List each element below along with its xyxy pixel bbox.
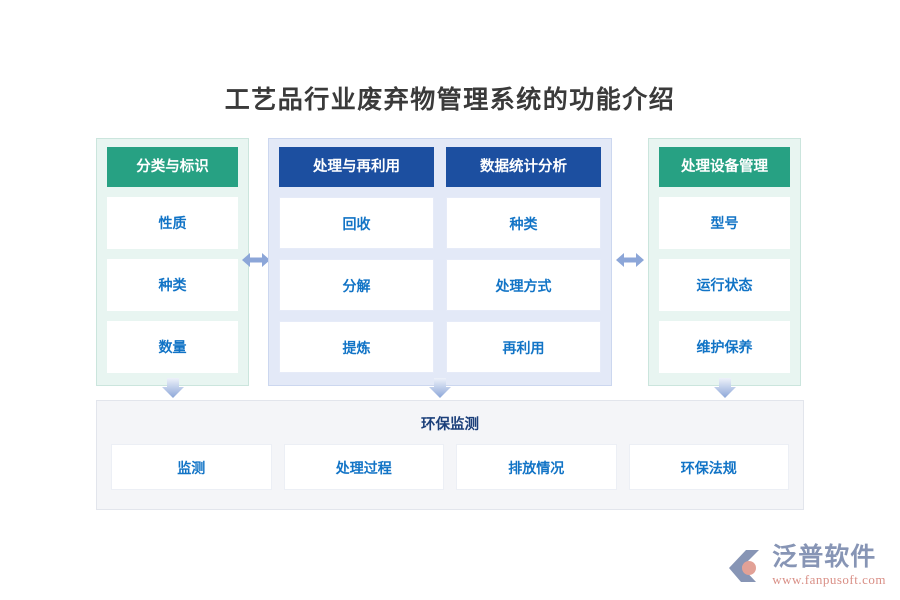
column-item-cell[interactable]: 再利用 [446, 321, 601, 373]
functions-diagram: 泛普 分类与标识 性质 种类 数量 处理与再利用 回收 分解 提炼 数据统 [96, 138, 804, 510]
column-item-cell[interactable]: 运行状态 [659, 259, 790, 311]
column-statistics: 数据统计分析 种类 处理方式 再利用 [446, 147, 601, 373]
bottom-panel-title: 环保监测 [421, 417, 479, 433]
double-arrow-horizontal-icon [616, 253, 644, 267]
column-header-classification[interactable]: 分类与标识 [107, 147, 238, 187]
column-item-cell[interactable]: 性质 [107, 197, 238, 249]
column-panel-processing-analysis: 处理与再利用 回收 分解 提炼 数据统计分析 种类 处理方式 再利用 [268, 138, 612, 386]
arrow-down-icon [714, 378, 736, 398]
column-item-cell[interactable]: 种类 [107, 259, 238, 311]
bottom-panel-environment: 环保监测 监测 处理过程 排放情况 环保法规 [96, 400, 804, 510]
brand-name: 泛普软件 [772, 543, 877, 571]
bottom-item-cell[interactable]: 监测 [111, 444, 272, 490]
brand-url: www.fanpusoft.com [772, 572, 886, 587]
fanpu-logo-icon [729, 549, 760, 582]
column-item-cell[interactable]: 维护保养 [659, 321, 790, 373]
page-title: 工艺品行业废弃物管理系统的功能介绍 [224, 86, 676, 114]
column-panel-equipment: 处理设备管理 型号 运行状态 维护保养 [648, 138, 801, 386]
column-processing: 处理与再利用 回收 分解 提炼 [279, 147, 434, 373]
column-header-equipment[interactable]: 处理设备管理 [659, 147, 790, 187]
arrow-down-icon [429, 378, 451, 398]
column-item-cell[interactable]: 处理方式 [446, 259, 601, 311]
double-arrow-horizontal-icon [242, 253, 270, 267]
column-item-cell[interactable]: 分解 [279, 259, 434, 311]
column-item-cell[interactable]: 种类 [446, 197, 601, 249]
arrow-down-icon [162, 378, 184, 398]
brand-logo: 泛普软件 www.fanpusoft.com [726, 545, 886, 586]
column-header-statistics[interactable]: 数据统计分析 [446, 147, 601, 187]
column-item-cell[interactable]: 提炼 [279, 321, 434, 373]
diagram-top-row: 泛普 分类与标识 性质 种类 数量 处理与再利用 回收 分解 提炼 数据统 [96, 138, 804, 386]
column-item-cell[interactable]: 回收 [279, 197, 434, 249]
column-header-processing[interactable]: 处理与再利用 [279, 147, 434, 187]
column-panel-classification: 分类与标识 性质 种类 数量 [96, 138, 249, 386]
column-item-cell[interactable]: 数量 [107, 321, 238, 373]
column-item-cell[interactable]: 型号 [659, 197, 790, 249]
bottom-item-cell[interactable]: 处理过程 [283, 444, 444, 490]
bottom-item-cell[interactable]: 排放情况 [456, 444, 617, 490]
bottom-item-cell[interactable]: 环保法规 [628, 444, 789, 490]
